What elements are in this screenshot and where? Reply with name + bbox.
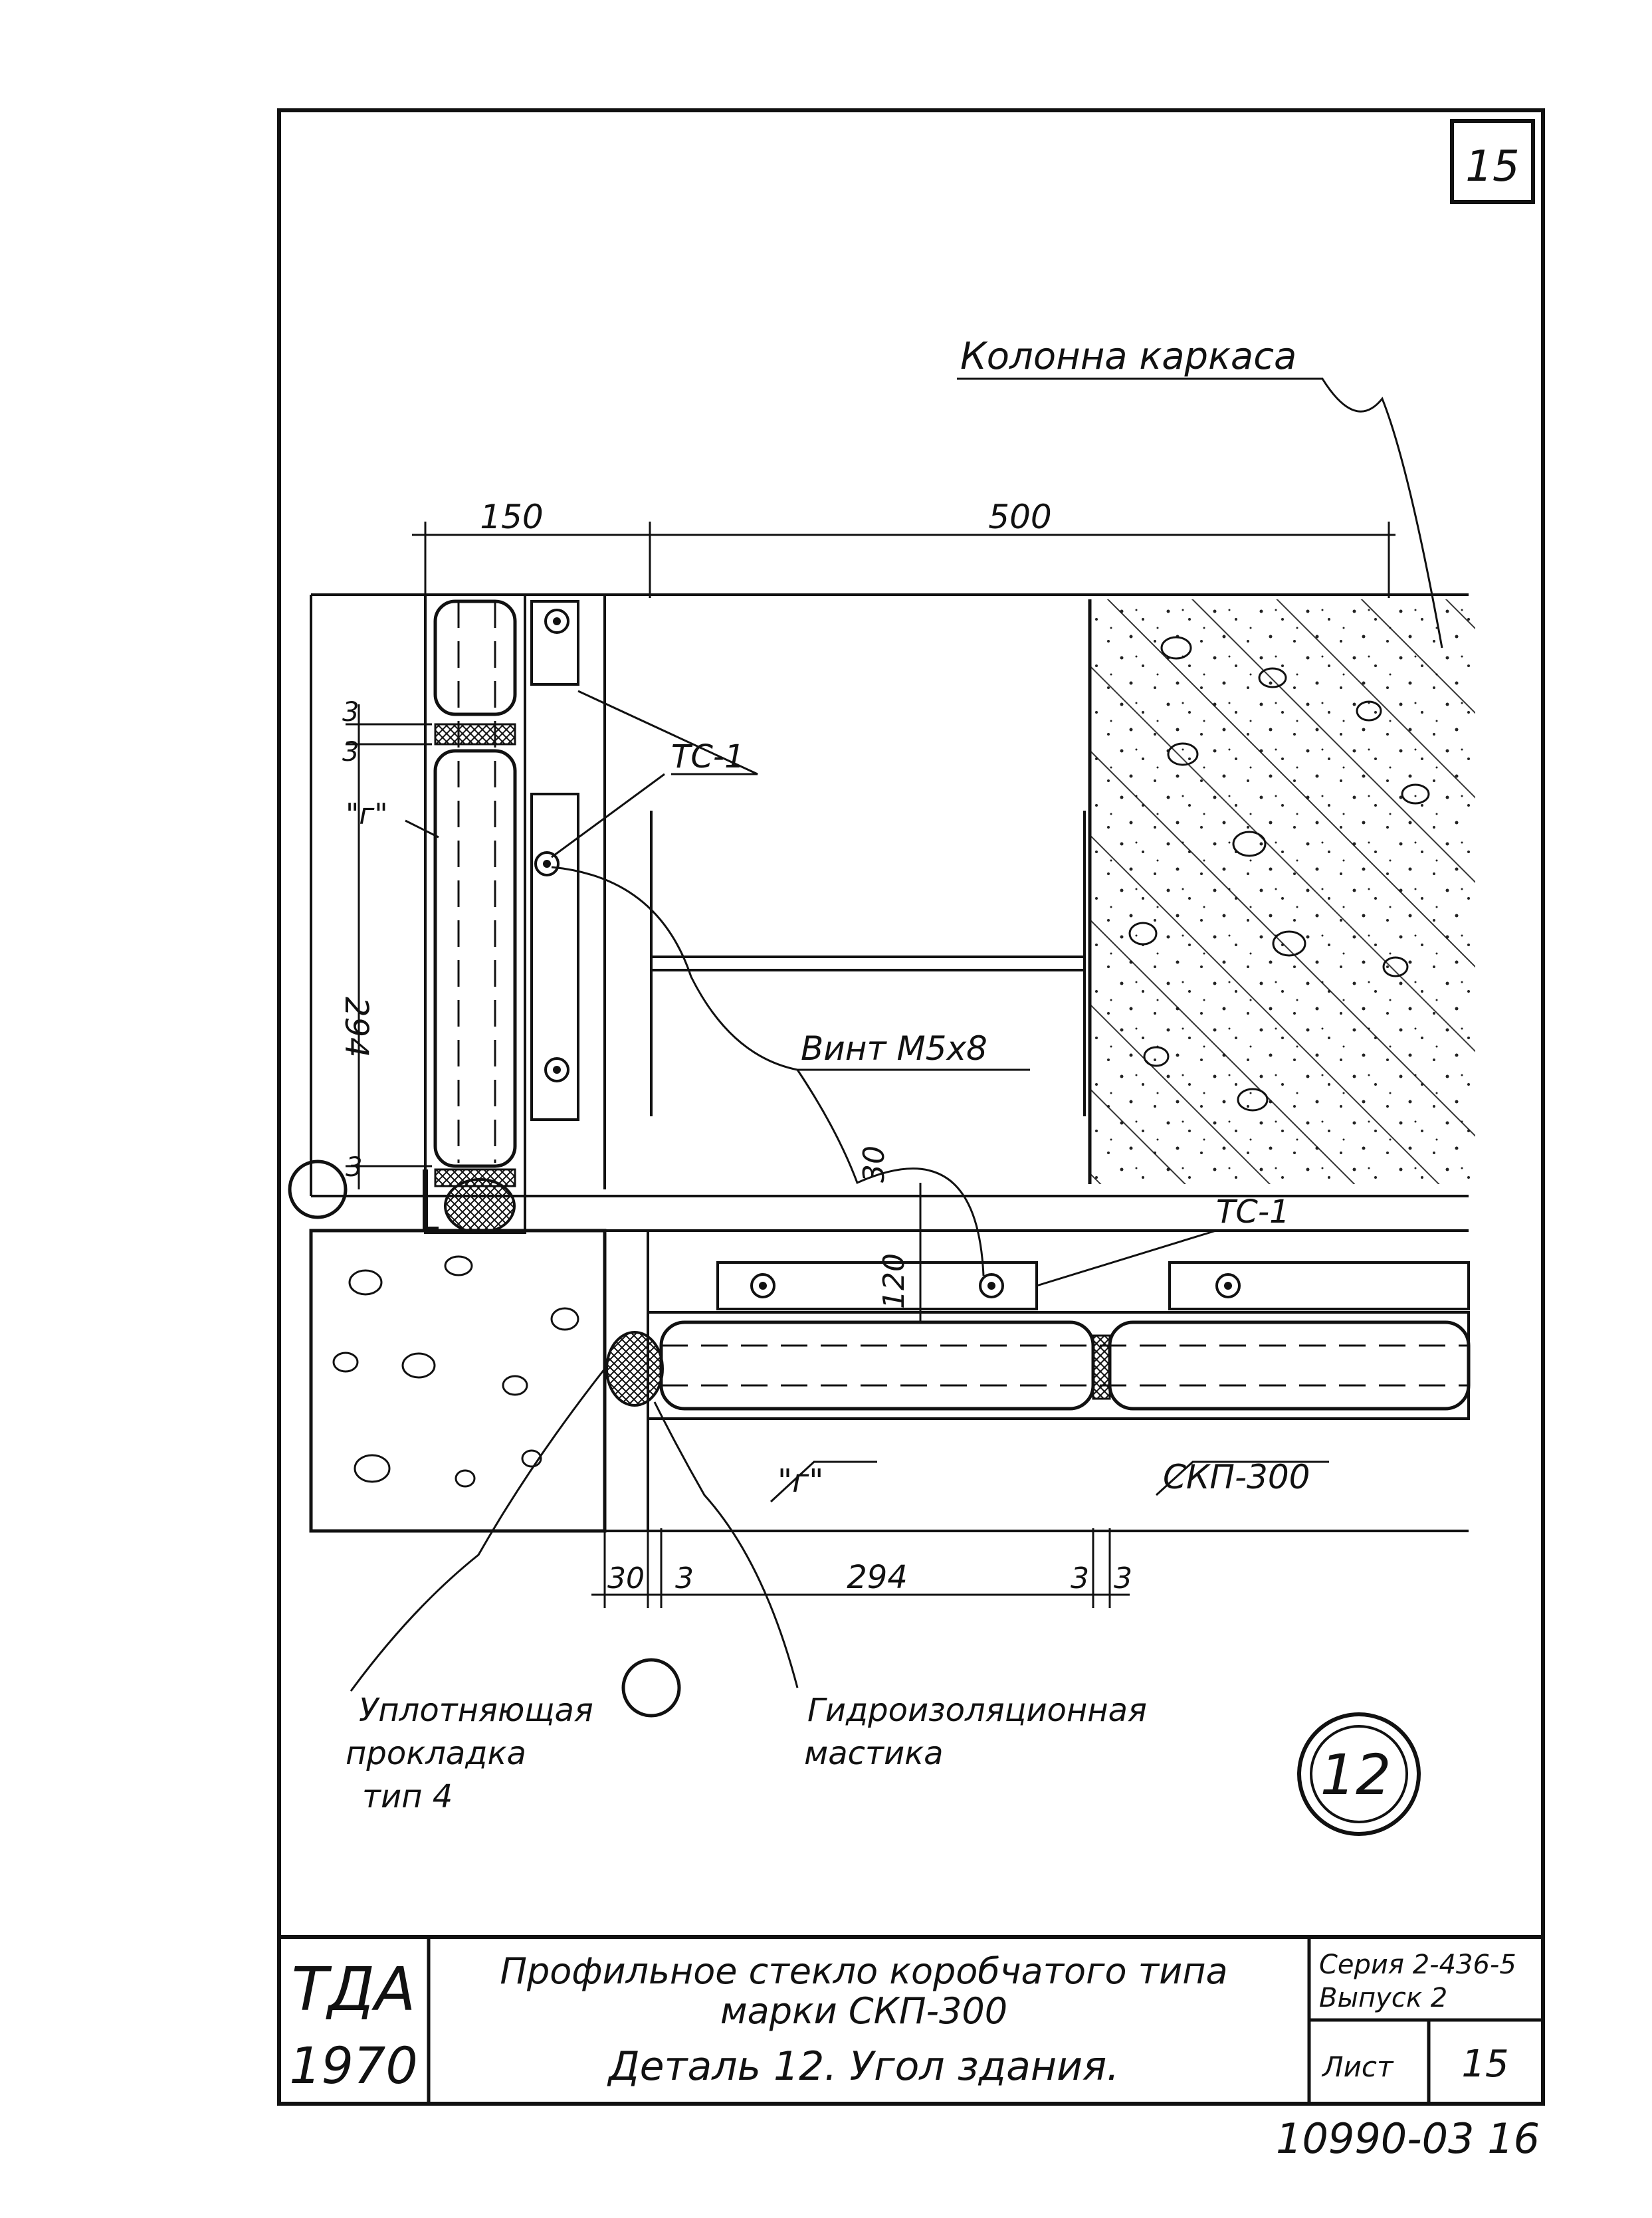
dim-left-3b: 3: [342, 737, 359, 767]
horizontal-glass-panels: [647, 1261, 1471, 1420]
screw-icon: [544, 609, 569, 634]
label-tc1-bottom: ТС-1: [1216, 1193, 1290, 1231]
dim-top-500: 500: [988, 498, 1051, 536]
corner-seal-top: [444, 1178, 516, 1234]
footer-number: 10990-03 16: [1276, 2114, 1540, 2163]
label-g-left: "г": [346, 797, 388, 831]
title-sheet-label: Лист: [1321, 2051, 1394, 2083]
corner-concrete-block: [309, 1229, 607, 1533]
leader-lines: [350, 377, 1443, 1692]
title-issue: Выпуск 2: [1319, 1983, 1447, 2013]
label-seal-line3: тип 4: [362, 1778, 453, 1815]
corner-seal-bottom: [605, 1331, 664, 1407]
screw-icons: [534, 609, 1241, 1298]
dim-top-150: 150: [480, 498, 543, 536]
label-screw: Винт М5х8: [801, 1029, 987, 1068]
title-line1: Профильное стекло коробчатого типа: [500, 1950, 1227, 1992]
frame-column: [1088, 599, 1475, 1184]
sheet-corner-number: 15: [1465, 142, 1519, 191]
label-tc1-top: ТС-1: [671, 738, 745, 775]
dim-bottom-30: 30: [607, 1562, 645, 1595]
sheet-number-box: [1450, 119, 1535, 204]
title-line2: марки СКП-300: [720, 1990, 1007, 2032]
label-mastic-line2: мастика: [804, 1735, 944, 1772]
sheet-frame: [277, 108, 1545, 2106]
title-block: ТДА 1970 Профильное стекло коробчатого т…: [279, 1935, 1543, 2104]
section-markers: [288, 1159, 1421, 1836]
dim-bottom-294: 294: [847, 1559, 908, 1596]
dim-bottom-3a: 3: [675, 1562, 694, 1595]
label-skp300: СКП-300: [1163, 1458, 1310, 1496]
dim-left-3a: 3: [342, 697, 359, 728]
dimension-lines: [346, 522, 1395, 1608]
dim-left-294: 294: [338, 997, 375, 1058]
dim-left-3c: 3: [346, 1152, 362, 1183]
screw-icon: [979, 1273, 1004, 1298]
label-seal-line1: Уплотняющая: [359, 1692, 593, 1729]
title-year: 1970: [289, 2036, 417, 2095]
label-column-frame: Колонна каркаса: [960, 335, 1296, 378]
title-line3: Деталь 12. Угол здания.: [607, 2043, 1120, 2090]
title-org: ТДА: [292, 1955, 416, 2025]
label-mastic-line1: Гидроизоляционная: [807, 1692, 1147, 1729]
label-seal-line2: прокладка: [346, 1735, 526, 1772]
title-series: Серия 2-436-5: [1319, 1950, 1516, 1980]
detail-number: 12: [1320, 1742, 1392, 1807]
vertical-glass-panels: [423, 593, 579, 1234]
screw-icon: [544, 1057, 569, 1082]
dim-mid-30: 30: [857, 1146, 891, 1183]
dim-bottom-3b: 3: [1071, 1562, 1089, 1595]
screw-icon: [534, 851, 560, 876]
screw-icon: [1215, 1273, 1241, 1298]
label-g-bottom: "г": [777, 1462, 823, 1500]
dim-mid-120: 120: [877, 1253, 911, 1309]
title-sheet-value: 15: [1461, 2043, 1508, 2086]
dim-bottom-3c: 3: [1114, 1562, 1132, 1595]
screw-icon: [750, 1273, 775, 1298]
